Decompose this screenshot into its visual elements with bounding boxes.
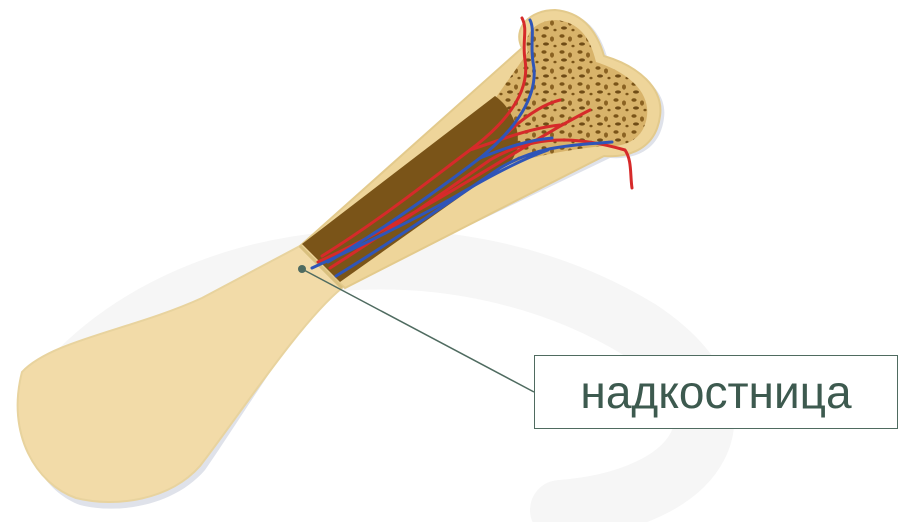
periosteum-label: надкостница	[534, 355, 898, 429]
